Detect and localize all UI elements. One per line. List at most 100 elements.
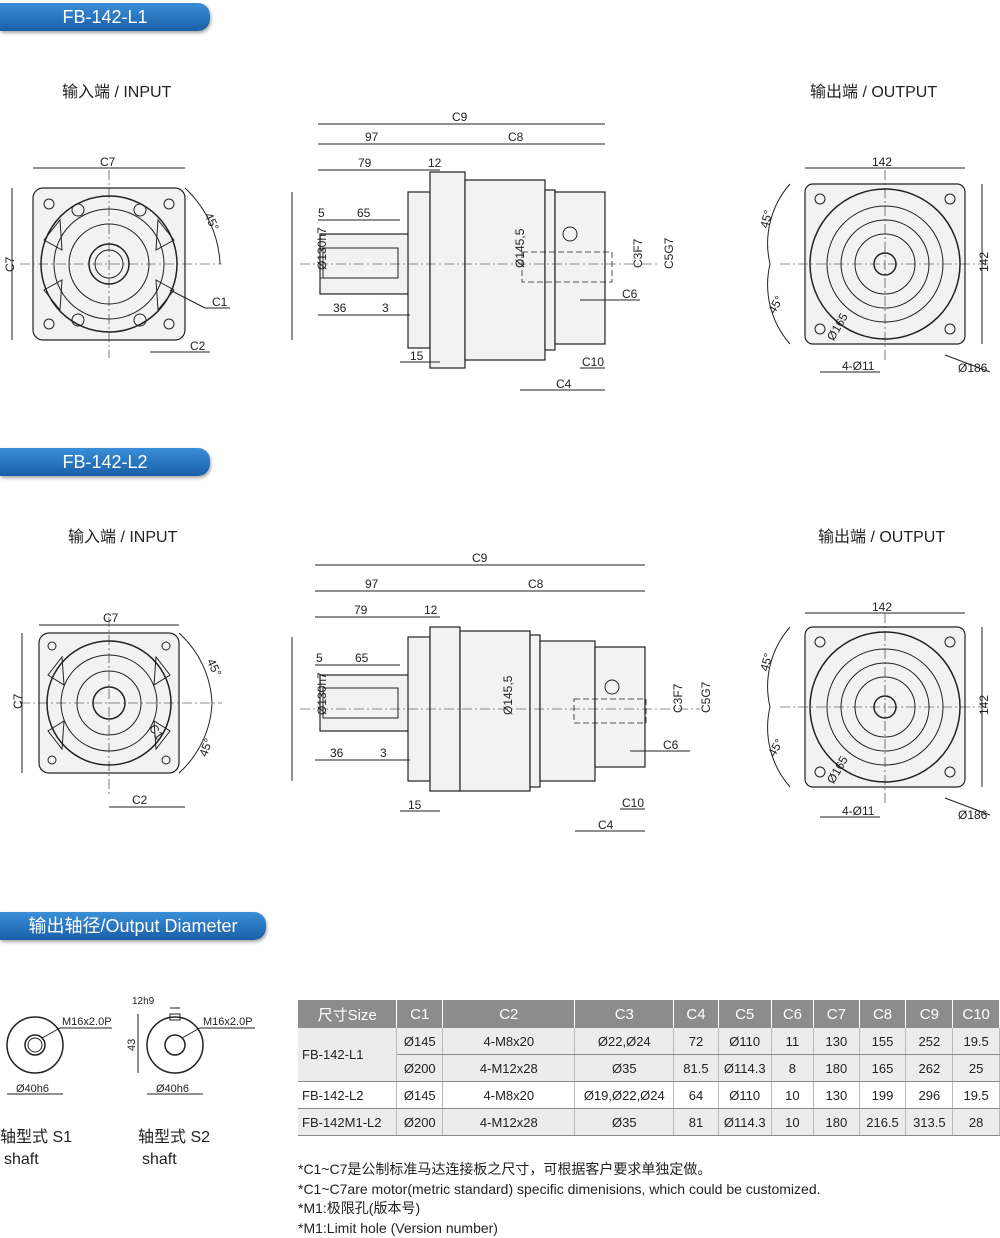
dim-186: Ø186 <box>958 808 988 822</box>
dim-c7: C7 <box>100 155 116 169</box>
dim-12: 12 <box>428 156 442 170</box>
s1-en: shaft <box>0 1149 72 1171</box>
table-cell: 165 <box>859 1055 906 1082</box>
dim-c2: C2 <box>190 339 206 353</box>
dim-142-v: 142 <box>977 695 991 715</box>
note-line: *C1~C7是公制标准马达连接板之尺寸，可根据客户要求单独定做。 <box>298 1160 821 1180</box>
dim-c7-v: C7 <box>11 693 25 709</box>
table-cell: 4-M12x28 <box>443 1055 575 1082</box>
dim-130: Ø130h7 <box>315 227 329 270</box>
table-cell: 180 <box>814 1109 859 1136</box>
table-cell: 252 <box>906 1028 953 1055</box>
table-cell: Ø114.3 <box>718 1109 771 1136</box>
dim-4-11: 4-Ø11 <box>842 359 875 373</box>
table-cell: 180 <box>814 1055 859 1082</box>
dim-c3: C3F7 <box>671 683 685 713</box>
table-cell: 25 <box>953 1055 1000 1082</box>
dim-c4: C4 <box>556 377 572 391</box>
table-cell: 10 <box>771 1109 813 1136</box>
shaft-drawings: M16x2.0P Ø40h6 12h9 43 M16x2.0P Ø40h6 <box>0 990 290 1110</box>
dim-1455: Ø145,5 <box>513 228 527 268</box>
dim-65: 65 <box>355 651 369 665</box>
table-header: C5 <box>718 1000 771 1028</box>
dim-angle-b: 45° <box>196 736 215 758</box>
table-row: FB-142-L1 Ø145 4-M8x20 Ø22,Ø24 72 Ø110 1… <box>298 1028 1000 1055</box>
dim-c7: C7 <box>103 611 119 625</box>
note-line: *M1:极限孔(版本号) <box>298 1199 821 1219</box>
note-line: *C1~C7are motor(metric standard) specifi… <box>298 1180 821 1200</box>
s2-name: 轴型式 S2 <box>138 1127 210 1149</box>
table-header: C7 <box>814 1000 859 1028</box>
table-row: Ø200 4-M12x28 Ø35 81.5 Ø114.3 8 180 165 … <box>298 1055 1000 1082</box>
table-cell: 81 <box>674 1109 719 1136</box>
s1-dia: Ø40h6 <box>16 1083 49 1095</box>
table-cell: 11 <box>771 1028 813 1055</box>
section-title: 输出轴径/Output Diameter <box>0 912 266 940</box>
dim-3: 3 <box>382 301 389 315</box>
s2-dia: Ø40h6 <box>156 1083 189 1095</box>
dim-c4: C4 <box>598 818 614 832</box>
table-cell: 8 <box>771 1055 813 1082</box>
dim-c10: C10 <box>582 355 604 369</box>
table-cell: Ø35 <box>575 1055 674 1082</box>
table-header: C8 <box>859 1000 906 1028</box>
dim-angle-a: 45° <box>757 208 775 229</box>
table-cell: Ø19,Ø22,Ø24 <box>575 1082 674 1109</box>
table-cell: Ø110 <box>718 1082 771 1109</box>
model-cell: FB-142M1-L2 <box>298 1109 397 1136</box>
table-header: C4 <box>674 1000 719 1028</box>
dim-c9: C9 <box>472 551 488 565</box>
dim-c5: C5G7 <box>662 237 676 269</box>
table-cell: 262 <box>906 1055 953 1082</box>
output-label: 输出端 / OUTPUT <box>818 523 945 547</box>
dim-142-h: 142 <box>872 600 892 614</box>
dim-c6: C6 <box>622 287 638 301</box>
output-flange-view: 142 142 45° 45° Ø165 4-Ø11 Ø186 <box>757 155 991 375</box>
table-cell: 72 <box>674 1028 719 1055</box>
dim-12: 12 <box>424 603 438 617</box>
table-cell: Ø110 <box>718 1028 771 1055</box>
table-cell: Ø145 <box>397 1082 443 1109</box>
dim-c1: C1 <box>212 295 228 309</box>
input-label: 输入端 / INPUT <box>68 523 177 547</box>
dim-97: 97 <box>365 130 379 144</box>
dim-130: Ø130h7 <box>315 672 329 715</box>
s2-thread: M16x2.0P <box>203 1016 253 1028</box>
model-cell: FB-142-L1 <box>298 1028 397 1082</box>
table-cell: 64 <box>674 1082 719 1109</box>
dim-c2: C2 <box>132 793 148 807</box>
s2-key: 12h9 <box>132 996 155 1007</box>
table-cell: 81.5 <box>674 1055 719 1082</box>
table-cell: 28 <box>953 1109 1000 1136</box>
input-label: 输入端 / INPUT <box>62 78 171 102</box>
section-title: FB-142-L2 <box>0 448 210 476</box>
notes: *C1~C7是公制标准马达连接板之尺寸，可根据客户要求单独定做。 *C1~C7a… <box>298 1160 821 1238</box>
table-header: C9 <box>906 1000 953 1028</box>
table-cell: 130 <box>814 1082 859 1109</box>
dim-15: 15 <box>408 798 422 812</box>
dim-1455: Ø145,5 <box>501 675 515 715</box>
table-cell: Ø145 <box>397 1028 443 1055</box>
section-banner-l2: FB-142-L2 <box>0 448 210 476</box>
dim-angle-a: 45° <box>757 651 775 672</box>
dim-36: 36 <box>330 746 344 760</box>
table-row: FB-142M1-L2 Ø200 4-M12x28 Ø35 81 Ø114.3 … <box>298 1109 1000 1136</box>
s1-name: 轴型式 S1 <box>0 1127 72 1149</box>
s1-thread: M16x2.0P <box>62 1016 112 1028</box>
table-header: 尺寸Size <box>298 1000 397 1028</box>
dim-142-v: 142 <box>977 252 991 272</box>
table-cell: 19.5 <box>953 1028 1000 1055</box>
table-cell: Ø22,Ø24 <box>575 1028 674 1055</box>
dim-c7-v: C7 <box>3 256 17 272</box>
table-cell: 19.5 <box>953 1082 1000 1109</box>
output-flange-view: 142 142 45° 45° Ø165 4-Ø11 Ø186 <box>757 600 991 822</box>
dim-c3: C3F7 <box>631 238 645 268</box>
output-label: 输出端 / OUTPUT <box>810 78 937 102</box>
table-header-row: 尺寸Size C1 C2 C3 C4 C5 C6 C7 C8 C9 C10 <box>298 1000 1000 1028</box>
table-cell: Ø35 <box>575 1109 674 1136</box>
dim-c6: C6 <box>663 738 679 752</box>
dim-c10: C10 <box>622 796 644 810</box>
